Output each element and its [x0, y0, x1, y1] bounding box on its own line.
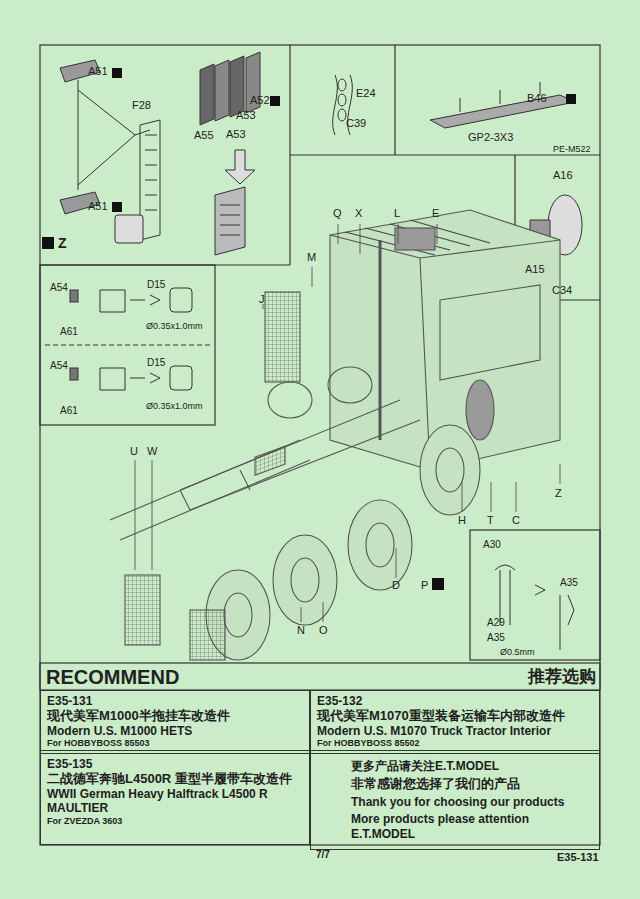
thanks-line: Thank you for choosing our products: [351, 795, 593, 809]
callout-label: PE-M522: [553, 145, 591, 154]
section-title: 推荐选购: [528, 668, 596, 685]
callout-label: A51: [88, 66, 108, 77]
thanks-line: More products please attention E.T.MODEL: [351, 812, 593, 841]
english-title: Modern U.S. M1070 Truck Tractor Interior: [317, 724, 593, 738]
english-title: WWII German Heavy Halftrack L4500 R MAUL…: [47, 787, 303, 816]
chinese-title: 二战德军奔驰L4500R 重型半履带车改造件: [47, 771, 303, 787]
callout-label: E24: [356, 88, 376, 99]
recommend-cell: E35-135二战德军奔驰L4500R 重型半履带车改造件WWII German…: [40, 750, 310, 845]
section-title: RECOMMEND: [46, 667, 179, 687]
callout-label: C39: [346, 118, 366, 129]
page-footer: E35-131: [557, 852, 599, 863]
callout-label: A55: [194, 130, 214, 141]
callout-label: H: [458, 515, 466, 526]
kit-note: For ZVEZDA 3603: [47, 816, 303, 827]
callout-label: A61: [60, 327, 78, 337]
kit-note: For HOBBYBOSS 85502: [317, 738, 593, 749]
callout-label: C34: [552, 285, 572, 296]
callout-label: A53: [236, 110, 256, 121]
callout-label: P: [421, 580, 428, 591]
callout-label: A51: [88, 201, 108, 212]
callout-label: J: [259, 294, 265, 305]
product-code: E35-135: [47, 757, 303, 771]
callout-label: A61: [60, 406, 78, 416]
thanks-line: 更多产品请关注E.T.MODEL: [351, 759, 593, 773]
callout-label: A35: [487, 633, 505, 643]
callout-label: L: [394, 208, 400, 219]
callout-label: A54: [50, 361, 68, 371]
kit-note: For HOBBYBOSS 85503: [47, 738, 303, 749]
callout-label: A53: [226, 129, 246, 140]
page-footer: 7/7: [316, 850, 330, 860]
callout-label: A54: [50, 283, 68, 293]
callout-label: A35: [560, 578, 578, 588]
callout-label: A29: [487, 618, 505, 628]
chinese-title: 现代美军M1070重型装备运输车内部改造件: [317, 708, 593, 724]
callout-label: A30: [483, 540, 501, 550]
callout-label: D15: [147, 280, 165, 290]
callout-label: M: [307, 252, 316, 263]
callout-label: Ø0.5mm: [500, 648, 535, 657]
callout-label: C: [512, 515, 520, 526]
callout-label: GP2-3X3: [468, 132, 513, 143]
product-code: E35-131: [47, 694, 303, 708]
callout-label: D15: [147, 358, 165, 368]
callout-label: A15: [525, 264, 545, 275]
callout-label: Z: [555, 488, 562, 499]
callout-label: B46: [527, 93, 547, 104]
recommend-cell: E35-131现代美军M1000半拖挂车改造件Modern U.S. M1000…: [40, 690, 310, 754]
callout-label: N: [297, 625, 305, 636]
recommend-cell: E35-132现代美军M1070重型装备运输车内部改造件Modern U.S. …: [310, 690, 600, 754]
callout-label: F28: [132, 100, 151, 111]
chinese-title: 现代美军M1000半拖挂车改造件: [47, 708, 303, 724]
callout-label: A52: [250, 95, 270, 106]
callout-label: E: [432, 208, 439, 219]
callout-label: X: [355, 208, 362, 219]
callout-label: A16: [553, 170, 573, 181]
callout-label: D: [392, 580, 400, 591]
callout-label: O: [319, 625, 328, 636]
recommend-cell: 更多产品请关注E.T.MODEL 非常感谢您选择了我们的产品 Thank you f…: [310, 750, 600, 850]
english-title: Modern U.S. M1000 HETS: [47, 724, 303, 738]
callout-label: Ø0.35x1.0mm: [146, 402, 203, 411]
callout-label: W: [147, 446, 157, 457]
callout-label: U: [130, 446, 138, 457]
product-code: E35-132: [317, 694, 593, 708]
callout-label: Ø0.35x1.0mm: [146, 322, 203, 331]
callout-label: Z: [58, 236, 67, 250]
callout-label: Q: [333, 208, 342, 219]
callout-label: T: [487, 515, 494, 526]
thanks-line: 非常感谢您选择了我们的产品: [351, 776, 593, 792]
